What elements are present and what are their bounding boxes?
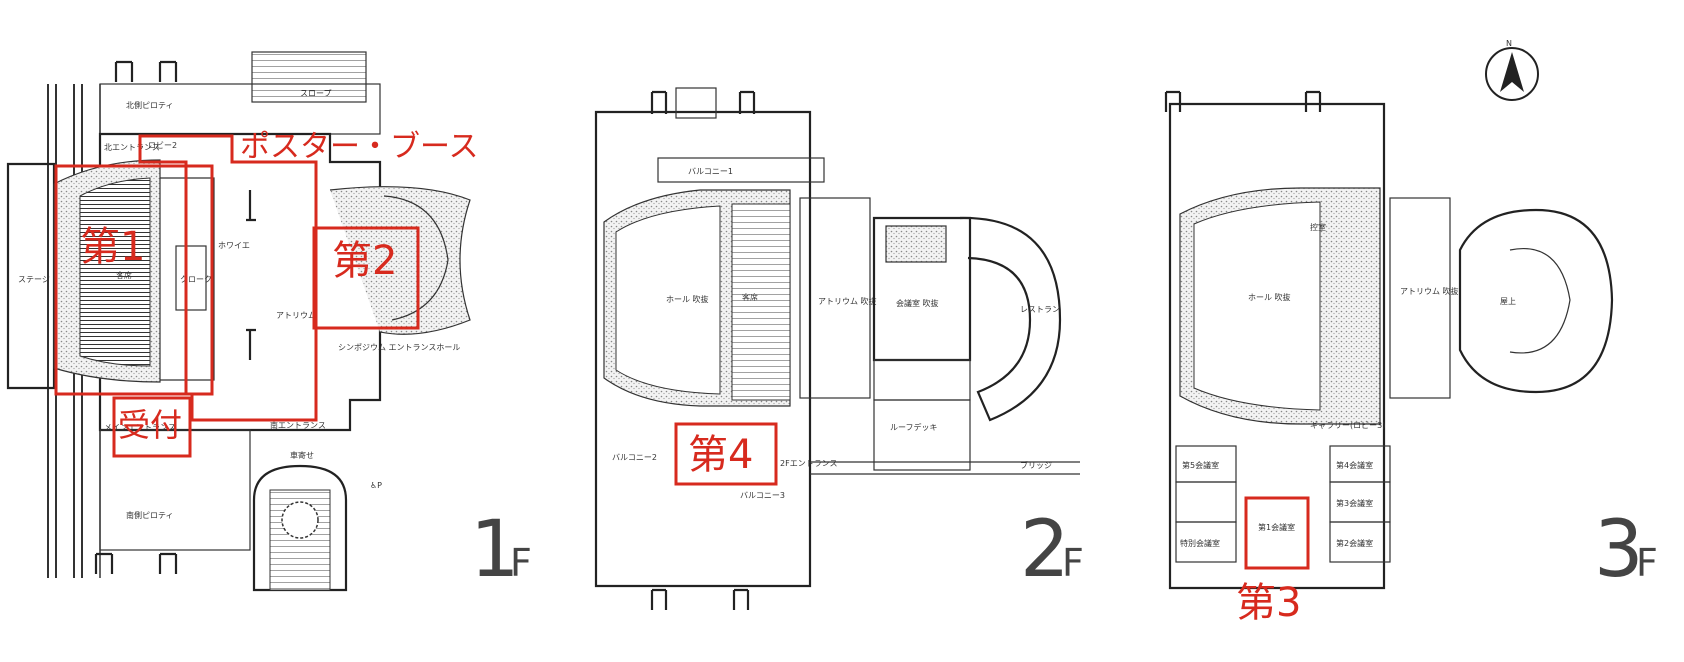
north-core-2f [675, 87, 717, 119]
floor-3f-suffix: F [1636, 541, 1658, 585]
cloak-label: クローク [180, 275, 212, 284]
hall-void-3f [1193, 201, 1321, 411]
north-entrance-label: 北エントランス [104, 143, 160, 152]
atrium-void-2f [799, 197, 871, 399]
room-3-highlight [1244, 496, 1310, 570]
roof-deck [873, 399, 971, 471]
floor-2f-suffix: F [1062, 541, 1084, 585]
atrium-columns [246, 190, 256, 360]
balcony-1 [657, 157, 825, 183]
symposium-label: シンポジウム エントランスホール [338, 343, 460, 352]
hall-label-3f: ホール 吹抜 [1248, 292, 1291, 302]
room-2-highlight [312, 226, 420, 330]
gallery-label: ギャラリー(ロビー3) [1310, 421, 1385, 430]
room4-room-label: 第4会議室 [1336, 460, 1373, 470]
atrium-label-2f: アトリウム 吹抜 [818, 296, 877, 306]
floor-2f-number: 2 [1020, 505, 1070, 595]
floor-1f-plan: スロープ 北側ピロティ ステージ 客席 ホワイエ クローク ロビー2 北エントラ… [6, 51, 532, 595]
balcony2-label: バルコニー2 [612, 453, 657, 462]
room3-room-label: 第3会議室 [1336, 498, 1373, 508]
room5-label: 第5会議室 [1182, 460, 1219, 470]
small-room-2f [873, 359, 971, 401]
room-1-highlight [54, 164, 214, 396]
control-label: 控室 [1310, 222, 1326, 232]
main-entrance-label: メインエントランス [104, 423, 176, 432]
rooftop-3f [1458, 208, 1614, 394]
meeting-rooms-3f: 第5会議室 第4会議室 第3会議室 第2会議室 特別会議室 第1会議室 [1175, 445, 1391, 563]
balcony1-label: バルコニー1 [688, 167, 733, 176]
room1-room-label: 第1会議室 [1258, 522, 1295, 532]
slope-label: スロープ [300, 89, 332, 98]
dropoff-area: 車寄せ [252, 450, 348, 592]
atrium-void-3f [1389, 197, 1451, 399]
foyer-label: ホワイエ [218, 241, 250, 250]
floor-2f-plan: バルコニー1 ホール 吹抜 客席 アトリウム 吹抜 バルコニー2 バルコニー3 … [594, 87, 1084, 610]
special-room-label: 特別会議室 [1180, 538, 1220, 548]
floor-1f-number: 1 [470, 505, 520, 595]
floor-3f-plan: ホール 吹抜 控室 アトリウム 吹抜 ギャラリー(ロビー3) 第5会議室 第4会… [1164, 90, 1658, 626]
stage-block [6, 162, 56, 390]
room-2-label: 第2 [332, 238, 397, 284]
accessible-parking-icon: ♿P [370, 481, 382, 490]
cloak-room [175, 245, 207, 311]
floor-3f-number: 3 [1594, 505, 1644, 595]
seating-2f [731, 203, 791, 401]
atrium-label-3f: アトリウム 吹抜 [1400, 286, 1459, 296]
conference-hatch [885, 225, 947, 263]
poster-booth-label: ポスター・ブース [240, 130, 479, 165]
seats-label-1f: 客席 [116, 270, 132, 280]
entrance2f-label: 2Fエントランス [780, 459, 838, 468]
dropoff-label: 車寄せ [290, 450, 314, 460]
room2-room-label: 第2会議室 [1336, 538, 1373, 548]
south-columns-2f [650, 588, 750, 610]
north-arrow-icon [1500, 52, 1524, 92]
conference-label: 会議室 吹抜 [896, 298, 939, 308]
rooftop-inner [1509, 248, 1571, 354]
stage-label: ステージ [18, 275, 50, 284]
rooftop-label: 屋上 [1500, 297, 1516, 306]
north-pilotis-label: 北側ピロティ [126, 100, 174, 110]
seating-rows-1f [79, 177, 151, 367]
north-columns-2f [650, 90, 756, 114]
slope-area [251, 51, 367, 103]
seats-label-2f: 客席 [742, 292, 758, 302]
building-3f-outline [1168, 102, 1386, 590]
room-1-label: 第1 [80, 224, 145, 270]
bridge [810, 461, 1080, 475]
building-2f-outline [594, 110, 812, 588]
bridge-label: ブリッジ [1020, 460, 1052, 470]
south-pilotis-label: 南側ピロティ [126, 510, 174, 520]
floor-1f-suffix: F [510, 541, 532, 585]
room-4-label: 第4 [688, 432, 753, 478]
reception-highlight [112, 396, 192, 458]
north-columns-3f [1164, 90, 1322, 112]
hall-label-2f: ホール 吹抜 [666, 294, 709, 304]
south-entrance-label: 南エントランス [270, 420, 326, 430]
reception-label: 受付 [118, 406, 182, 444]
south-pilotis [99, 429, 251, 551]
restaurant-label: レストラン [1020, 305, 1060, 314]
room-4-highlight [674, 422, 778, 486]
atrium-label-1f: アトリウム [276, 311, 316, 320]
poster-booth-area [138, 134, 318, 422]
balcony3-label: バルコニー3 [740, 491, 785, 500]
south-columns [94, 552, 178, 574]
compass: N [1485, 39, 1539, 101]
compass-label: N [1506, 39, 1512, 48]
north-columns [114, 60, 178, 82]
hall-void-2f [615, 205, 721, 395]
restaurant-curve [959, 216, 1062, 422]
lobby2-label: ロビー2 [148, 141, 177, 150]
roof-deck-label: ルーフデッキ [890, 422, 938, 432]
room-3-label: 第3 [1236, 580, 1301, 626]
